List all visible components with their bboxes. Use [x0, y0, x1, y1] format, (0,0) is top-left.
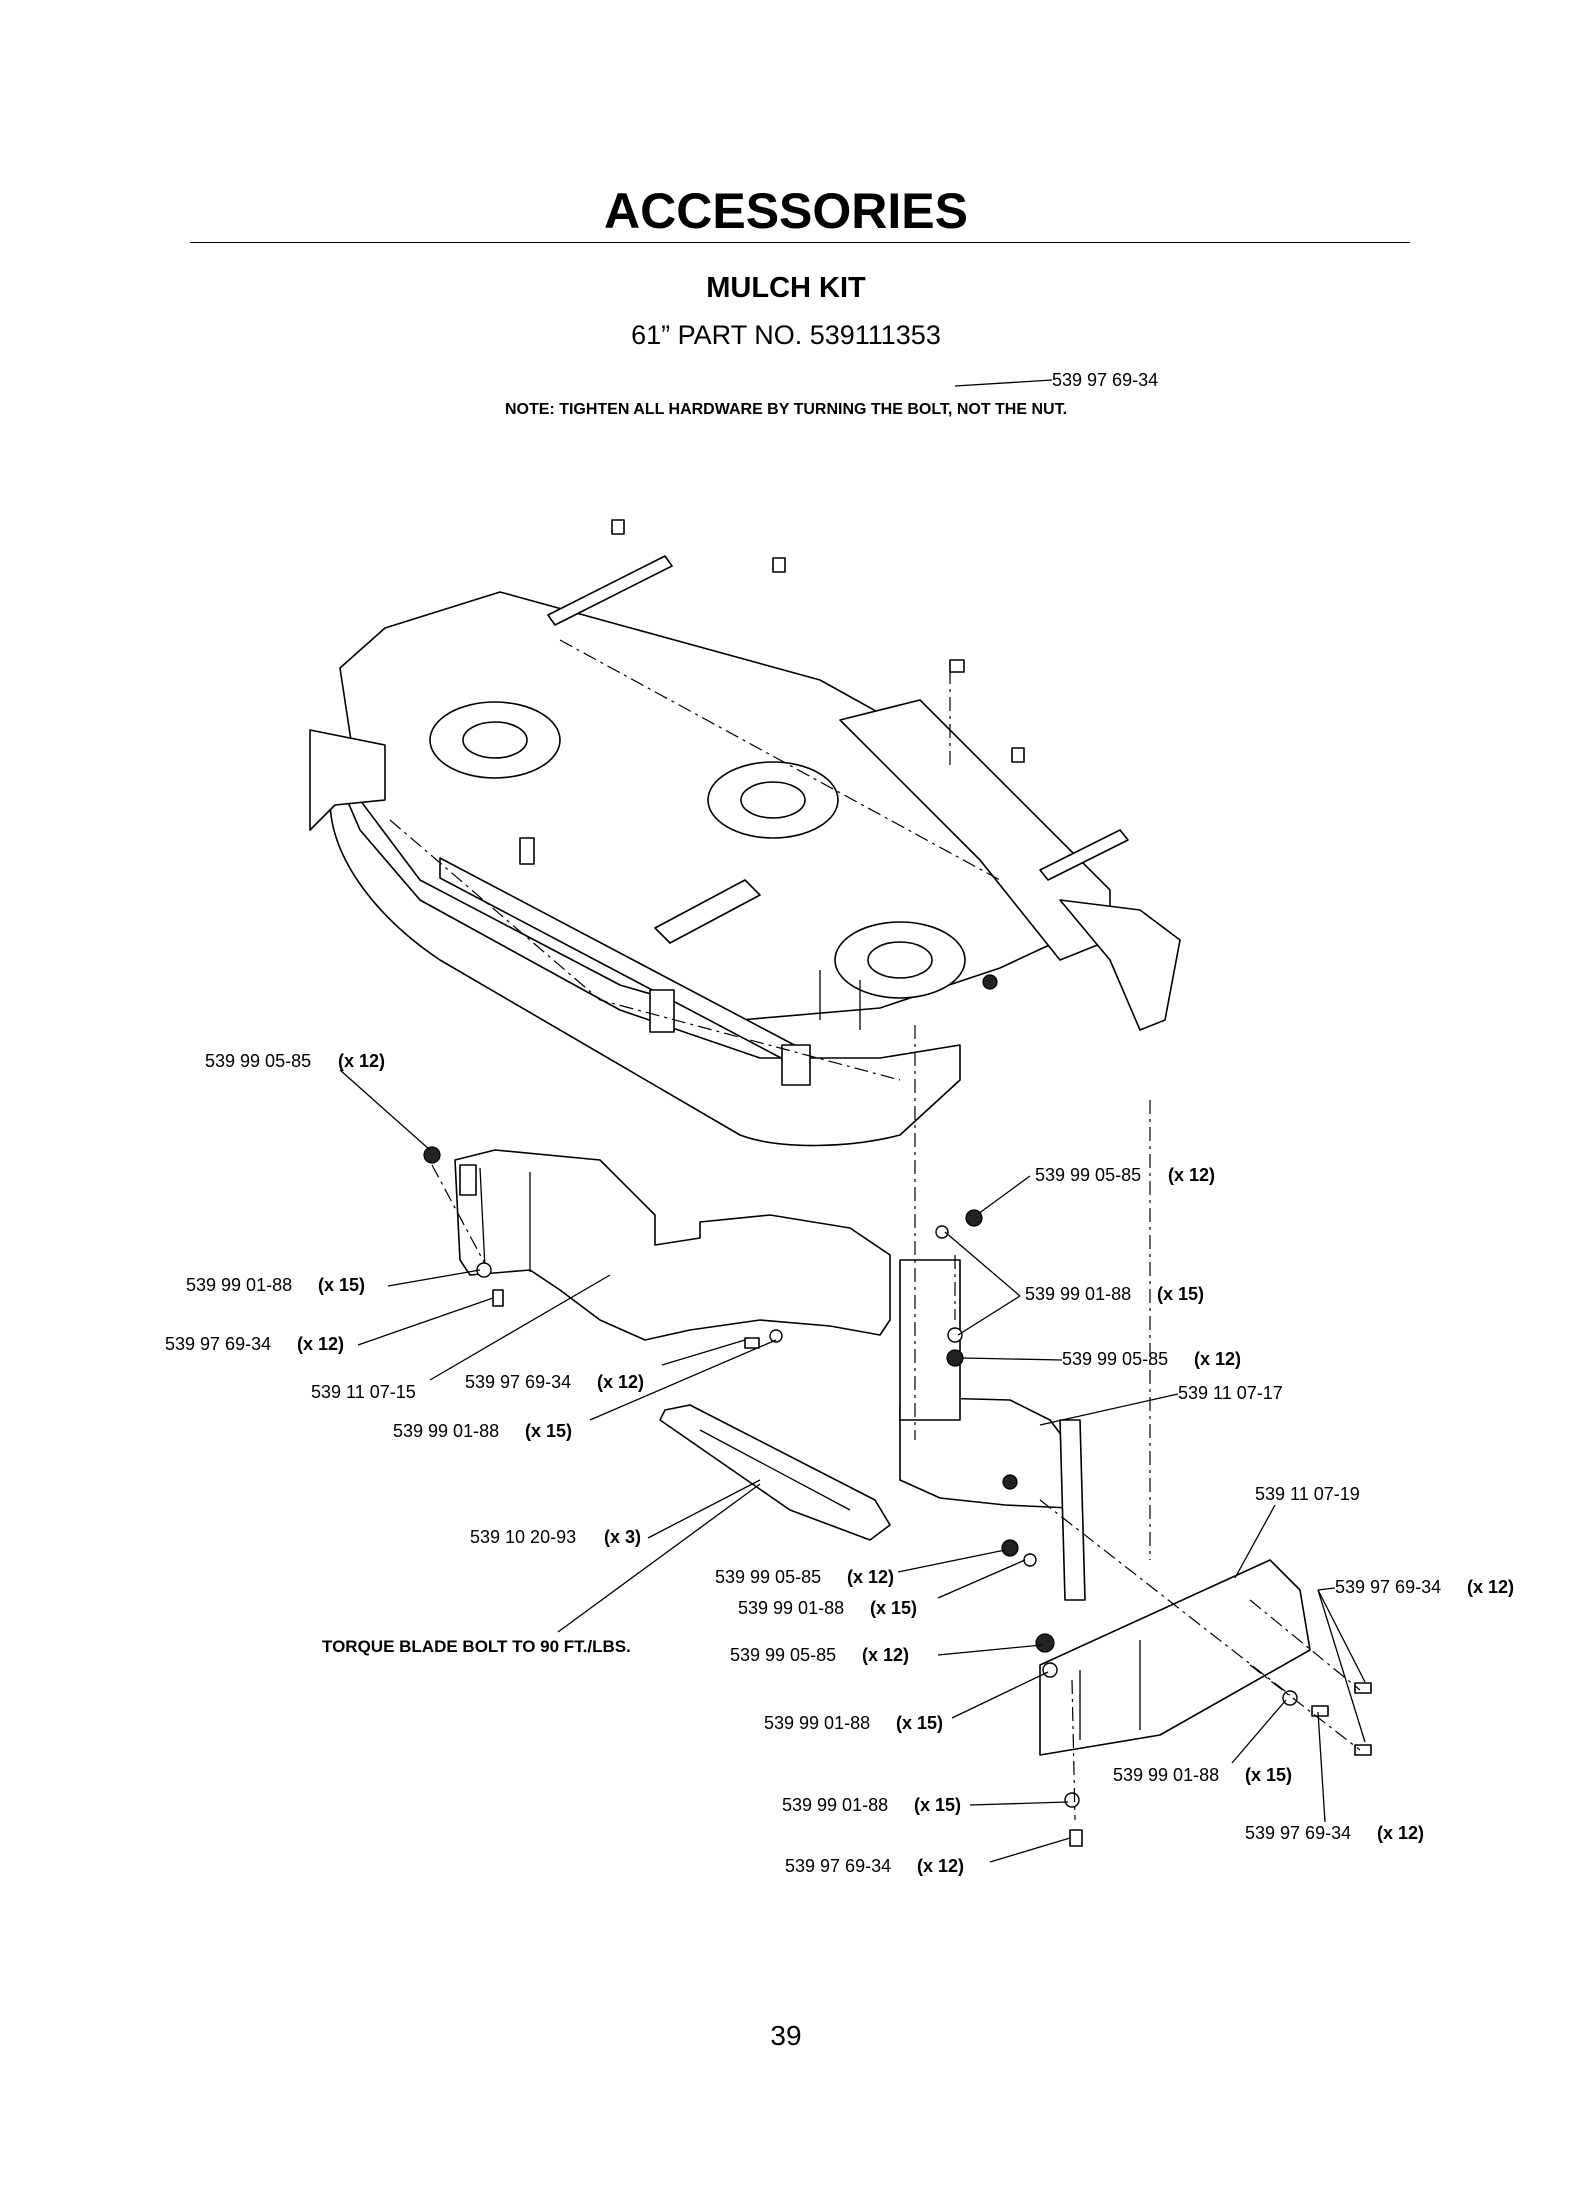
kit-title: MULCH KIT — [706, 272, 866, 304]
callout-label: 539 99 05-85 — [730, 1645, 836, 1665]
assembly-centerlines — [389, 639, 1361, 1821]
callout-qty: (x 12) — [297, 1334, 344, 1354]
right-baffle — [899, 1259, 1086, 1601]
callout-label: 539 99 05-85 — [715, 1567, 821, 1587]
callout-qty: (x 12) — [1377, 1823, 1424, 1843]
callout-label: 539 99 01-88 — [1113, 1765, 1219, 1785]
callout-label: 539 99 01-88 — [738, 1598, 844, 1618]
callout-qty: (x 12) — [862, 1645, 909, 1665]
callout-label: 539 11 07-17 — [1178, 1383, 1283, 1403]
callout-qty: (x 15) — [318, 1275, 365, 1295]
callout-label: 539 99 05-85 — [1062, 1349, 1168, 1369]
callout-label: 539 99 01-88 — [186, 1275, 292, 1295]
callout-qty: (x 12) — [338, 1051, 385, 1071]
callout-qty: (x 12) — [1168, 1165, 1215, 1185]
callout-label: 539 97 69-34 — [1245, 1823, 1351, 1843]
callout-label: 539 99 01-88 — [782, 1795, 888, 1815]
callout-label: 539 11 07-15 — [311, 1382, 416, 1402]
mower-deck — [309, 555, 1181, 1147]
callout-qty: (x 12) — [847, 1567, 894, 1587]
callout-label: 539 97 69-34 — [785, 1856, 891, 1876]
callout-label: 539 99 01-88 — [764, 1713, 870, 1733]
left-baffle — [454, 1149, 891, 1341]
title-rule — [190, 242, 1410, 243]
hardware — [423, 1146, 1372, 1847]
callout-label: 539 97 69-34 — [1052, 370, 1158, 390]
callout-qty: (x 12) — [1194, 1349, 1241, 1369]
callout-label: 539 99 05-85 — [205, 1051, 311, 1071]
callout-qty: (x 15) — [1245, 1765, 1292, 1785]
blade — [659, 1404, 891, 1541]
deck-bolts — [611, 519, 1025, 990]
callout-labels: 539 97 69-34 539 99 05-85 (x 12) 539 99 … — [165, 370, 1514, 1876]
callout-qty: (x 15) — [525, 1421, 572, 1441]
rear-baffle — [1039, 1559, 1311, 1756]
callout-label: 539 99 05-85 — [1035, 1165, 1141, 1185]
page-title: ACCESSORIES — [604, 183, 968, 239]
callout-label: 539 99 01-88 — [1025, 1284, 1131, 1304]
callout-label: 539 97 69-34 — [465, 1372, 571, 1392]
callout-label: 539 10 20-93 — [470, 1527, 576, 1547]
callout-label: 539 99 01-88 — [393, 1421, 499, 1441]
page-number: 39 — [770, 2020, 802, 2051]
leader-lines — [339, 379, 1366, 1863]
callout-qty: (x 12) — [597, 1372, 644, 1392]
callout-qty: (x 3) — [604, 1527, 641, 1547]
callout-label: 539 97 69-34 — [1335, 1577, 1441, 1597]
callout-label: 539 97 69-34 — [165, 1334, 271, 1354]
callout-qty: (x 15) — [896, 1713, 943, 1733]
callout-qty: (x 15) — [1157, 1284, 1204, 1304]
callout-label: 539 11 07-19 — [1255, 1484, 1360, 1504]
callout-qty: (x 15) — [870, 1598, 917, 1618]
callout-qty: (x 12) — [917, 1856, 964, 1876]
callout-qty: (x 12) — [1467, 1577, 1514, 1597]
kit-part-number: 61” PART NO. 539111353 — [631, 320, 941, 350]
assembly-note: NOTE: TIGHTEN ALL HARDWARE BY TURNING TH… — [504, 401, 1068, 418]
torque-note: TORQUE BLADE BOLT TO 90 FT./LBS. — [322, 1637, 631, 1656]
callout-qty: (x 15) — [914, 1795, 961, 1815]
